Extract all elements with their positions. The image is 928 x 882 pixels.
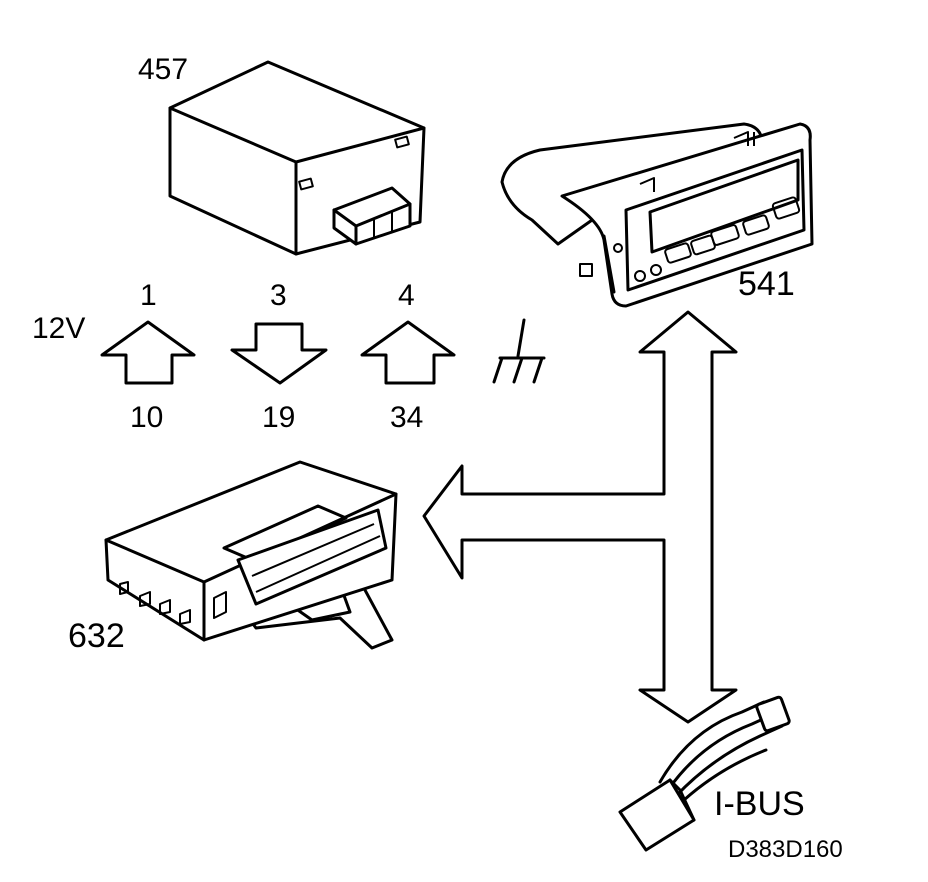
label-457: 457 bbox=[138, 53, 188, 86]
pin-1-bottom-label: 10 bbox=[130, 401, 163, 434]
radio-541-drawing bbox=[500, 122, 814, 308]
arrow-down-icon bbox=[230, 322, 328, 385]
supply-voltage-label: 12V bbox=[32, 312, 85, 345]
module-457-drawing bbox=[168, 60, 426, 256]
pin-4-bottom-label: 34 bbox=[390, 401, 423, 434]
ground-icon bbox=[492, 318, 546, 384]
label-632: 632 bbox=[68, 617, 125, 655]
pin-1-top-label: 1 bbox=[140, 279, 157, 312]
arrow-up-icon bbox=[100, 320, 196, 385]
drawing-code: D383D160 bbox=[728, 836, 843, 863]
arrow-up-icon bbox=[360, 320, 456, 385]
label-541: 541 bbox=[738, 265, 795, 303]
pin-3-top-label: 3 bbox=[270, 279, 287, 312]
ibus-connector-drawing bbox=[618, 695, 791, 852]
bus-arrows bbox=[422, 310, 738, 724]
pin-3-bottom-label: 19 bbox=[262, 401, 295, 434]
module-632-drawing bbox=[104, 460, 398, 650]
label-i-bus: I-BUS bbox=[714, 785, 805, 823]
pin-4-top-label: 4 bbox=[398, 279, 415, 312]
